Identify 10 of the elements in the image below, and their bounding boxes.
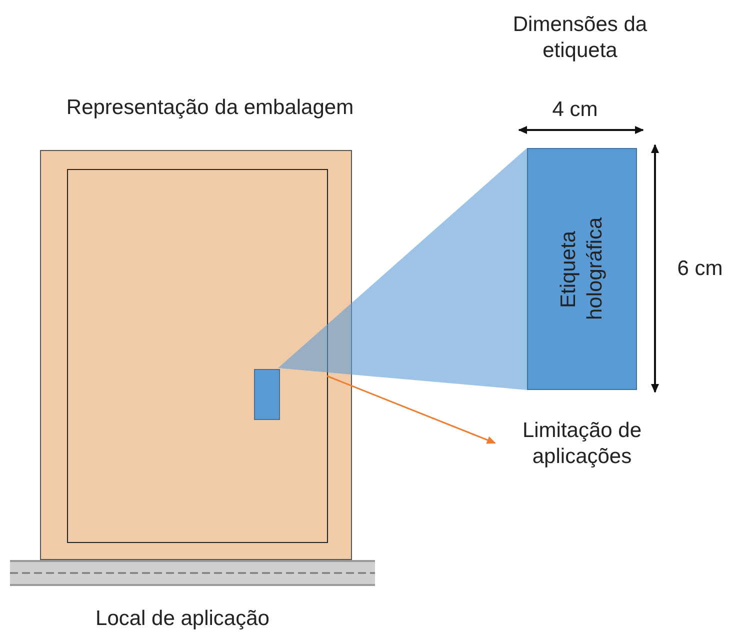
location-caption: Local de aplicação [94, 606, 270, 632]
width-dimension: 4 cm [551, 97, 599, 123]
hologram-label: Etiqueta holográfica [527, 148, 637, 390]
package-heading: Representação da embalagem [65, 95, 355, 121]
callout-text: Limitação de aplicações [497, 418, 667, 478]
height-dimension: 6 cm [676, 256, 724, 282]
magnification-wedge [278, 148, 527, 390]
label-sticker [254, 369, 280, 420]
dimensions-heading: Dimensões da etiqueta [512, 12, 648, 64]
inner-border [67, 169, 328, 543]
